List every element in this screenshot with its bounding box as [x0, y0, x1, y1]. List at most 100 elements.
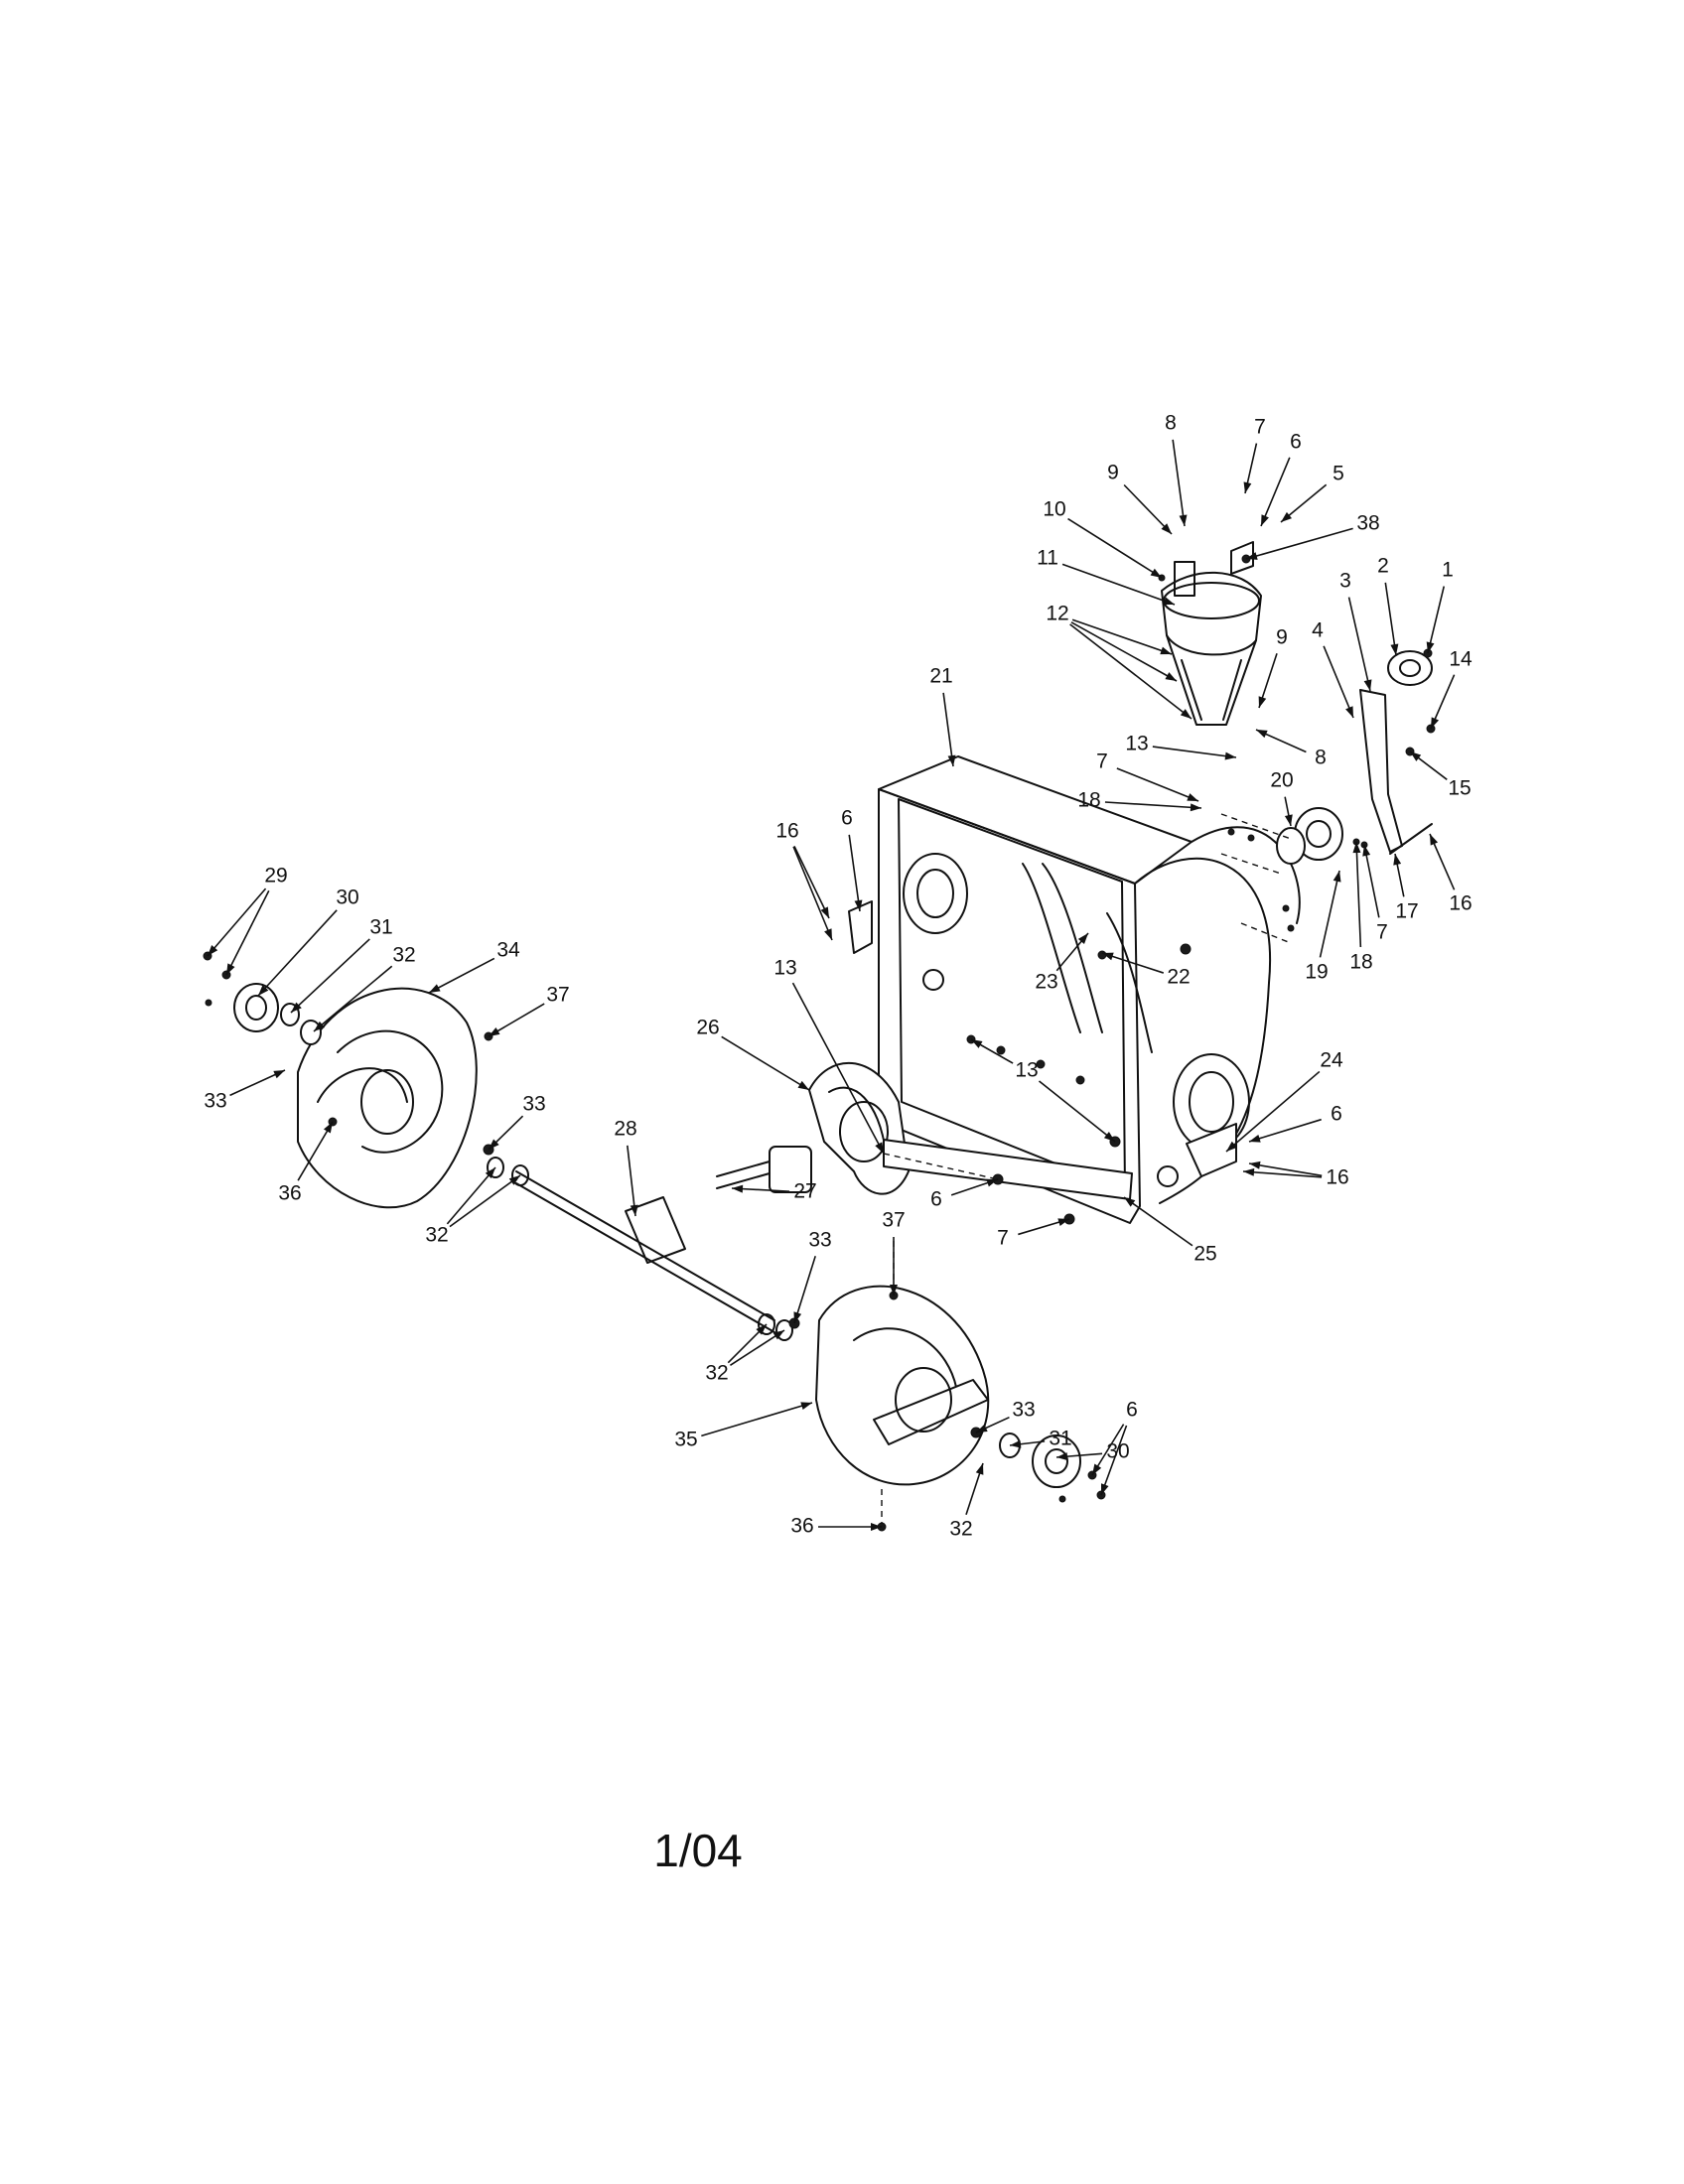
callout-label-32: 32	[425, 1224, 448, 1247]
callout-leader-6	[1100, 1425, 1128, 1496]
callout-leader-6	[1248, 1118, 1322, 1143]
callout-leader-19	[1319, 870, 1340, 958]
callout-arrowhead-16	[824, 928, 832, 940]
callout-leader-16	[793, 846, 830, 919]
callout-arrowhead-16	[1243, 1167, 1255, 1176]
callout-label-24: 24	[1320, 1049, 1343, 1072]
left-auger	[297, 987, 493, 1209]
callout-leader-8	[1172, 439, 1186, 527]
callout-leader-36	[297, 1121, 334, 1181]
callout-arrowhead-5	[1281, 511, 1293, 522]
callout-arrowhead-33	[793, 1311, 802, 1323]
callout-arrowhead-13	[971, 1039, 983, 1048]
callout-leader-32	[446, 1166, 496, 1225]
callout-label-32: 32	[705, 1362, 728, 1385]
callout-label-16: 16	[1449, 892, 1472, 915]
callout-arrowhead-28	[630, 1204, 638, 1216]
callout-leader-12	[1069, 623, 1193, 720]
callout-label-2: 2	[1377, 555, 1389, 578]
callout-leader-38	[1245, 527, 1353, 560]
right-auger	[815, 1241, 990, 1532]
callout-arrowhead-9	[1161, 523, 1172, 534]
idler-bracket-assembly	[1359, 648, 1436, 855]
callout-label-6: 6	[841, 807, 853, 830]
callout-arrowhead-13	[875, 1142, 884, 1154]
callout-arrowhead-7	[1187, 793, 1198, 801]
left-auger-bearing	[203, 951, 529, 1186]
callout-arrowhead-18	[1352, 842, 1361, 854]
callout-label-31: 31	[1049, 1428, 1071, 1450]
callout-label-33: 33	[808, 1229, 831, 1252]
callout-arrowhead-18	[1190, 803, 1201, 812]
callout-label-32: 32	[392, 944, 415, 967]
callout-label-31: 31	[369, 916, 392, 939]
callout-arrowhead-6	[1101, 1483, 1109, 1495]
callout-leader-25	[1123, 1196, 1193, 1247]
callout-leader-30	[257, 909, 338, 997]
callout-label-17: 17	[1395, 900, 1418, 923]
callout-label-30: 30	[1106, 1440, 1129, 1463]
callout-arrowhead-32	[485, 1167, 495, 1178]
callout-arrowhead-33	[273, 1070, 285, 1079]
callout-arrowhead-32	[975, 1463, 984, 1475]
callout-arrowhead-11	[1163, 597, 1175, 606]
callout-arrowhead-6	[1261, 514, 1269, 526]
callout-arrowhead-12	[1160, 646, 1172, 655]
callout-label-9: 9	[1276, 626, 1288, 649]
callout-leader-6	[848, 834, 861, 912]
callout-label-7: 7	[1096, 751, 1108, 773]
callout-label-34: 34	[496, 939, 520, 962]
callout-arrowhead-32	[314, 1021, 326, 1031]
callout-leader-10	[1067, 517, 1163, 579]
callout-arrowhead-32	[756, 1324, 767, 1335]
callout-arrowhead-7	[1243, 481, 1252, 493]
callout-leader-16	[792, 846, 833, 941]
callout-arrowhead-19	[1333, 871, 1341, 883]
callout-arrowhead-8	[1256, 730, 1268, 739]
callout-leader-32	[313, 965, 393, 1032]
callout-label-27: 27	[793, 1180, 816, 1203]
callout-label-32: 32	[949, 1518, 972, 1541]
callout-label-28: 28	[614, 1118, 636, 1141]
callout-label-21: 21	[929, 665, 952, 688]
callout-arrowhead-16	[820, 906, 829, 918]
callout-arrowhead-20	[1284, 814, 1293, 826]
callout-label-30: 30	[336, 887, 358, 909]
callout-label-6: 6	[1126, 1399, 1138, 1422]
callout-leader-29	[225, 889, 270, 976]
callout-leader-31	[290, 938, 370, 1014]
callout-label-26: 26	[696, 1017, 719, 1039]
callout-label-12: 12	[1046, 603, 1068, 625]
callout-label-10: 10	[1043, 498, 1065, 521]
callout-arrowhead-27	[732, 1184, 744, 1193]
callout-arrowhead-7	[1057, 1218, 1069, 1226]
callout-label-13: 13	[1015, 1059, 1038, 1082]
callout-leader-29	[207, 887, 267, 957]
callout-label-35: 35	[674, 1429, 697, 1451]
callout-leader-9	[1123, 483, 1173, 535]
callout-leader-7	[1363, 844, 1380, 918]
callout-label-6: 6	[1290, 431, 1302, 454]
callout-arrowhead-2	[1390, 643, 1399, 655]
callout-label-11: 11	[1037, 547, 1058, 570]
callout-arrowhead-12	[1165, 672, 1177, 681]
callout-arrowhead-31	[291, 1002, 302, 1013]
callout-arrowhead-6	[854, 899, 863, 911]
callout-leader-3	[1347, 597, 1371, 692]
callout-arrowhead-34	[429, 984, 441, 993]
callout-label-38: 38	[1356, 512, 1379, 535]
callout-label-36: 36	[278, 1182, 301, 1205]
callout-leader-13	[1039, 1080, 1116, 1143]
callout-arrowhead-36	[323, 1122, 333, 1134]
callout-leader-4	[1323, 645, 1354, 719]
callout-label-7: 7	[1254, 416, 1266, 439]
callout-arrowhead-3	[1363, 679, 1372, 691]
callout-arrowhead-16	[1249, 1160, 1261, 1169]
callout-label-1: 1	[1442, 559, 1454, 582]
callout-leader-34	[428, 957, 495, 994]
callout-leader-35	[701, 1402, 813, 1437]
callout-arrowhead-26	[797, 1080, 809, 1090]
callout-leader-32	[449, 1174, 521, 1228]
